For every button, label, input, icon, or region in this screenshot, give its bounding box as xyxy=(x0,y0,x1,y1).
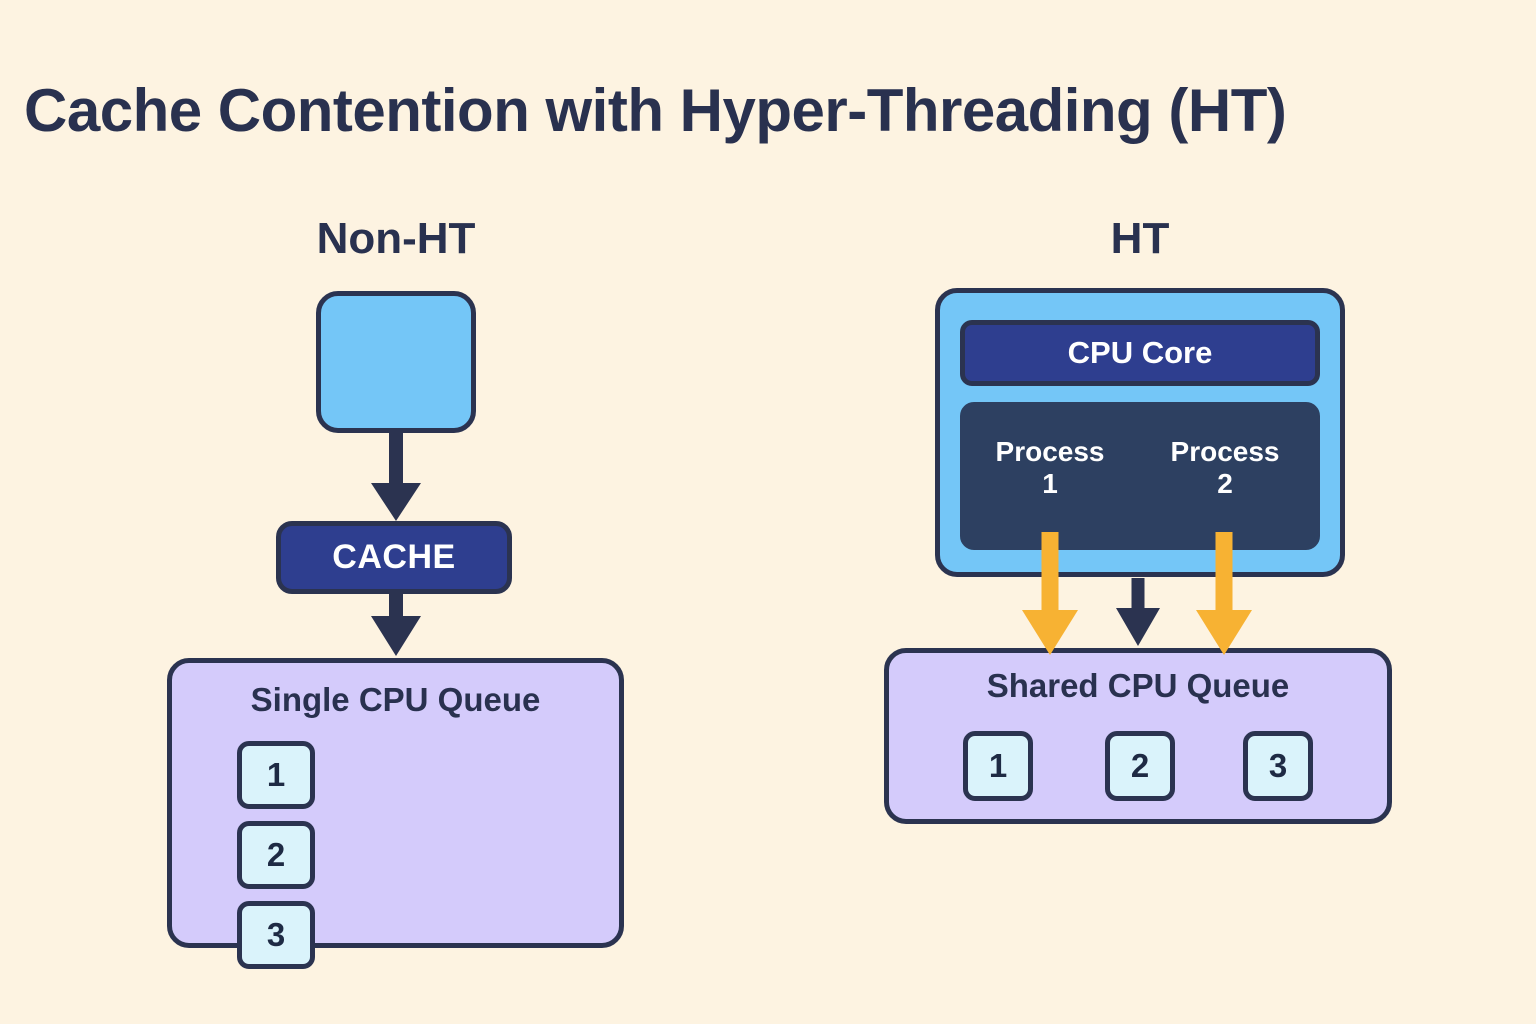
ht-heading: HT xyxy=(1110,214,1170,263)
arrow-cache-to-queue-icon xyxy=(371,592,421,656)
queue-tile: 1 xyxy=(237,741,315,809)
ht-threads-panel xyxy=(960,402,1320,550)
process-2-number: 2 xyxy=(1217,468,1233,500)
queue-tile: 3 xyxy=(1243,731,1313,801)
single-cpu-queue-label: Single CPU Queue xyxy=(250,681,541,718)
arrow-core-to-queue-icon xyxy=(1116,578,1160,646)
process-1-name: Process xyxy=(995,436,1105,467)
queue-tile: 2 xyxy=(237,821,315,889)
process-2-name: Process xyxy=(1170,436,1280,467)
shared-cpu-queue-label: Shared CPU Queue xyxy=(986,667,1290,704)
cpu-core-label: CPU Core xyxy=(1067,335,1213,370)
queue-tile: 3 xyxy=(237,901,315,969)
cache-box: CACHE xyxy=(276,521,512,594)
page-title: Cache Contention with Hyper-Threading (H… xyxy=(24,77,1287,144)
non-ht-heading: Non-HT xyxy=(316,214,476,263)
non-ht-cpu-block xyxy=(316,291,476,433)
process-1-number: 1 xyxy=(1042,468,1058,500)
arrow-cpu-to-cache-icon xyxy=(371,430,421,521)
queue-tile: 1 xyxy=(963,731,1033,801)
cache-label: CACHE xyxy=(332,538,456,576)
process-1-label: Process 1 xyxy=(970,436,1130,500)
process-2-label: Process 2 xyxy=(1145,436,1305,500)
queue-tile: 2 xyxy=(1105,731,1175,801)
cpu-core-bar: CPU Core xyxy=(960,320,1320,386)
